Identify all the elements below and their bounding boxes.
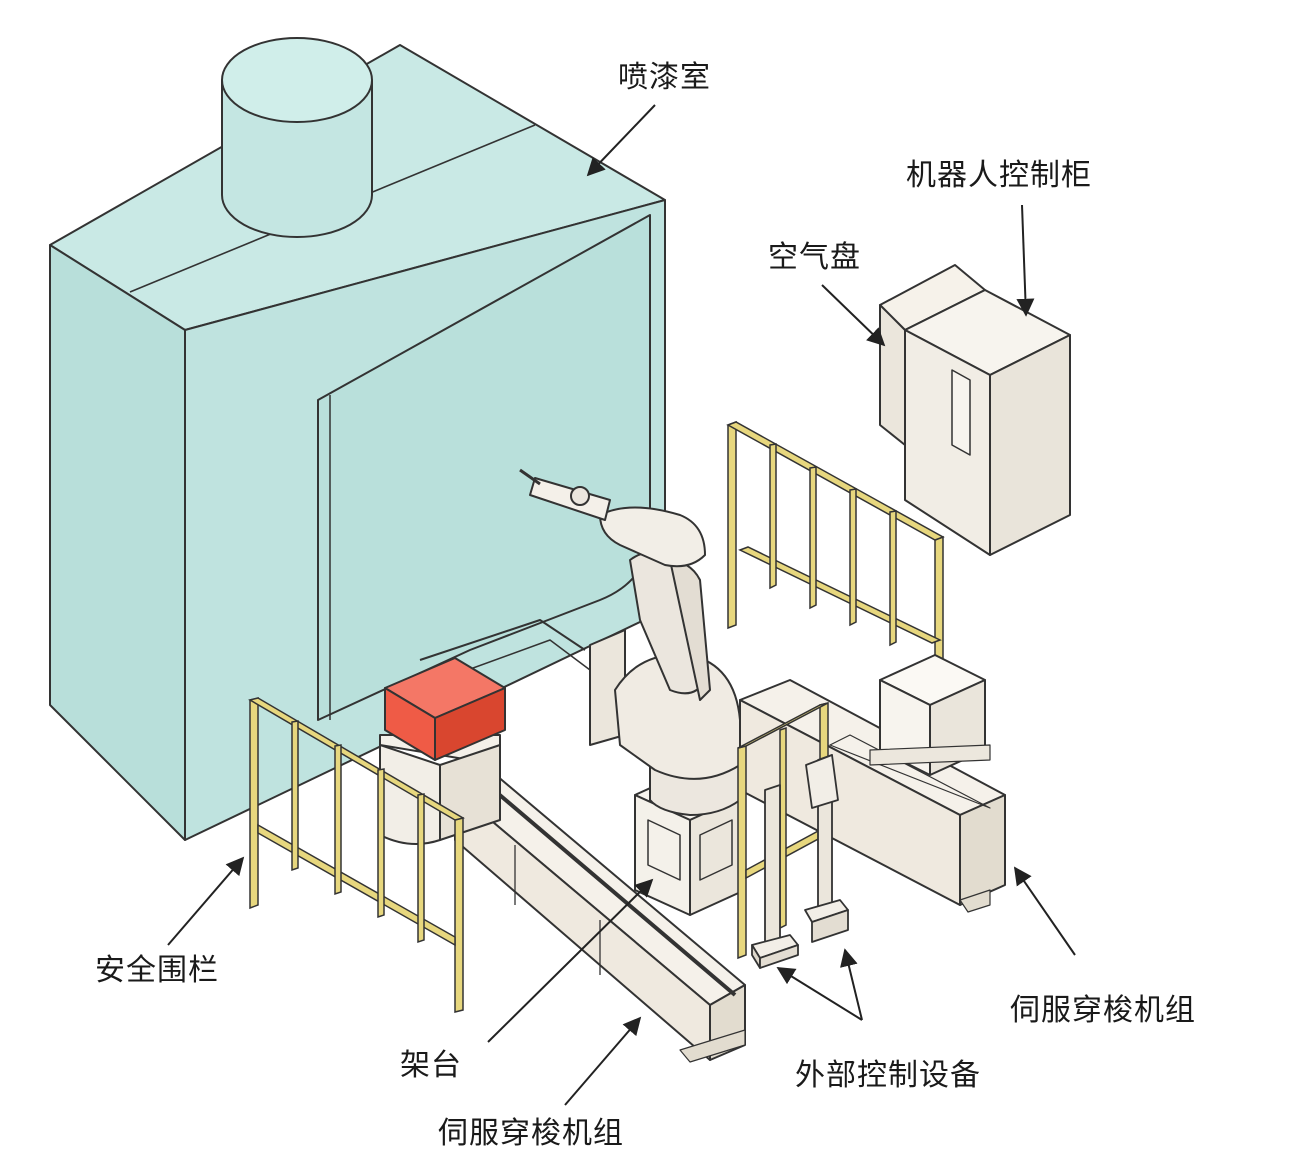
arrow-stand <box>487 878 654 1043</box>
air-panel-front <box>879 304 906 446</box>
arrow-air-panel <box>821 284 886 347</box>
left-servo-shuttle <box>454 769 746 1063</box>
right-servo-shuttle <box>739 654 1006 913</box>
paint-booth <box>49 37 666 841</box>
workpiece-right <box>434 687 506 761</box>
external-control-devices <box>751 754 849 969</box>
robot-forearm <box>599 506 706 568</box>
workpiece <box>384 657 506 761</box>
label-safety-fence: 安全围栏 <box>95 953 219 988</box>
label-robot-controller: 机器人控制柜 <box>906 158 1092 193</box>
exhaust-cylinder <box>221 79 373 238</box>
controller-window <box>951 369 971 456</box>
booth-ledge <box>439 639 591 681</box>
arrow-safety-fence <box>167 856 245 946</box>
label-external-control: 外部控制设备 <box>795 1058 981 1093</box>
back-safety-fence <box>726 420 945 670</box>
arrow-paint-booth <box>586 104 656 177</box>
booth-ledge <box>419 619 586 661</box>
front-left-safety-fence <box>248 697 465 1013</box>
arrow-servo-shuttle-left <box>564 1016 642 1106</box>
arrow-servo-shuttle-right <box>1013 866 1076 956</box>
arrow-external-control-b <box>840 948 863 1021</box>
label-air-panel: 空气盘 <box>768 240 861 275</box>
label-servo-shuttle-left: 伺服穿梭机组 <box>438 1116 624 1151</box>
arrow-robot-controller <box>1016 204 1035 317</box>
callout-arrows <box>167 104 1076 1106</box>
booth-left-face <box>49 244 186 841</box>
label-paint-booth: 喷漆室 <box>618 60 711 95</box>
cabinets <box>879 264 1071 556</box>
label-servo-shuttle-right: 伺服穿梭机组 <box>1010 993 1196 1028</box>
exhaust-cylinder-top <box>221 37 373 123</box>
robot <box>519 468 746 916</box>
label-stand: 架台 <box>400 1048 462 1083</box>
arrow-external-control-a <box>776 967 863 1021</box>
controller-right <box>989 334 1071 556</box>
